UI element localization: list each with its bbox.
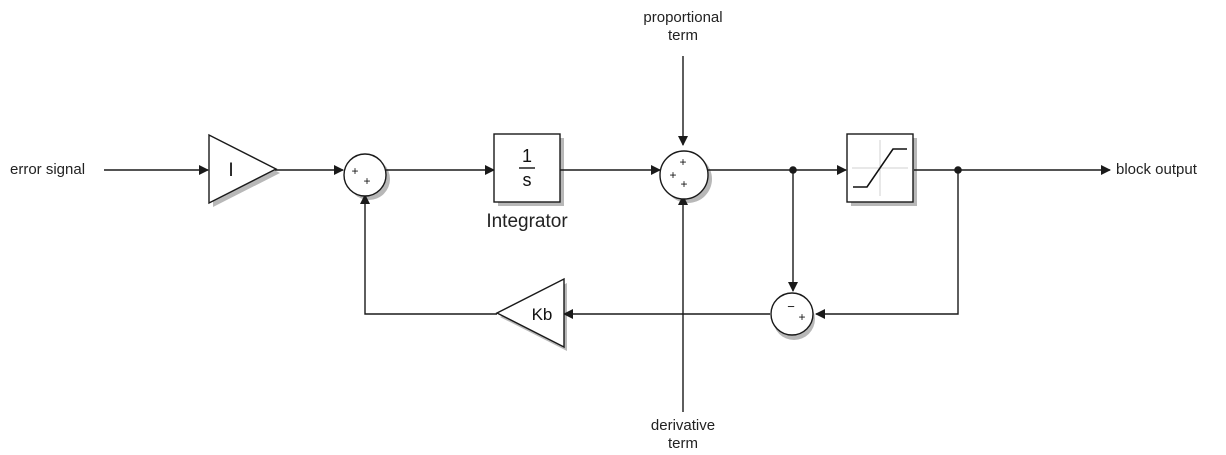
integrator-numerator: 1 [522,146,532,166]
proportional-term-label: proportional term [618,9,748,45]
sum2-block[interactable]: + + + [659,150,709,200]
sum3-sign-right: + [798,310,805,324]
output-label: block output [1116,161,1197,178]
input-label: error signal [10,161,86,178]
sum3-block[interactable]: − + [770,292,814,336]
gain-i-label: I [228,160,233,181]
integrator-denominator: s [523,170,532,190]
sum2-sign-left: + [669,168,676,182]
integrator-block[interactable]: 1 s [493,133,561,203]
signal-wires [104,56,1111,412]
gain-i-block[interactable]: I [208,133,278,205]
integrator-caption: Integrator [486,211,568,232]
branch-point-1 [789,166,797,174]
sum1-block[interactable]: + + [343,153,387,197]
sum2-sign-top: + [679,155,686,169]
derivative-term-line2: term [668,435,698,452]
wire-gain-kb-to-sum1 [360,194,497,315]
proportional-term-line1: proportional [643,9,723,26]
saturation-block[interactable] [846,133,914,203]
gain-kb-block[interactable]: Kb [495,277,565,349]
wire-output-feedback-to-sum3 [815,170,959,319]
sum1-sign-left: + [351,164,358,178]
proportional-term-line2: term [668,27,698,44]
derivative-term-label: derivative term [618,417,748,453]
sum2-sign-bottom: + [680,177,687,191]
sum1-sign-bottom: + [363,174,370,188]
branch-point-2 [954,166,962,174]
saturation-curve [853,148,907,188]
derivative-term-line1: derivative [650,417,716,434]
gain-kb-label: Kb [532,305,553,324]
sum3-sign-top: − [787,299,795,314]
